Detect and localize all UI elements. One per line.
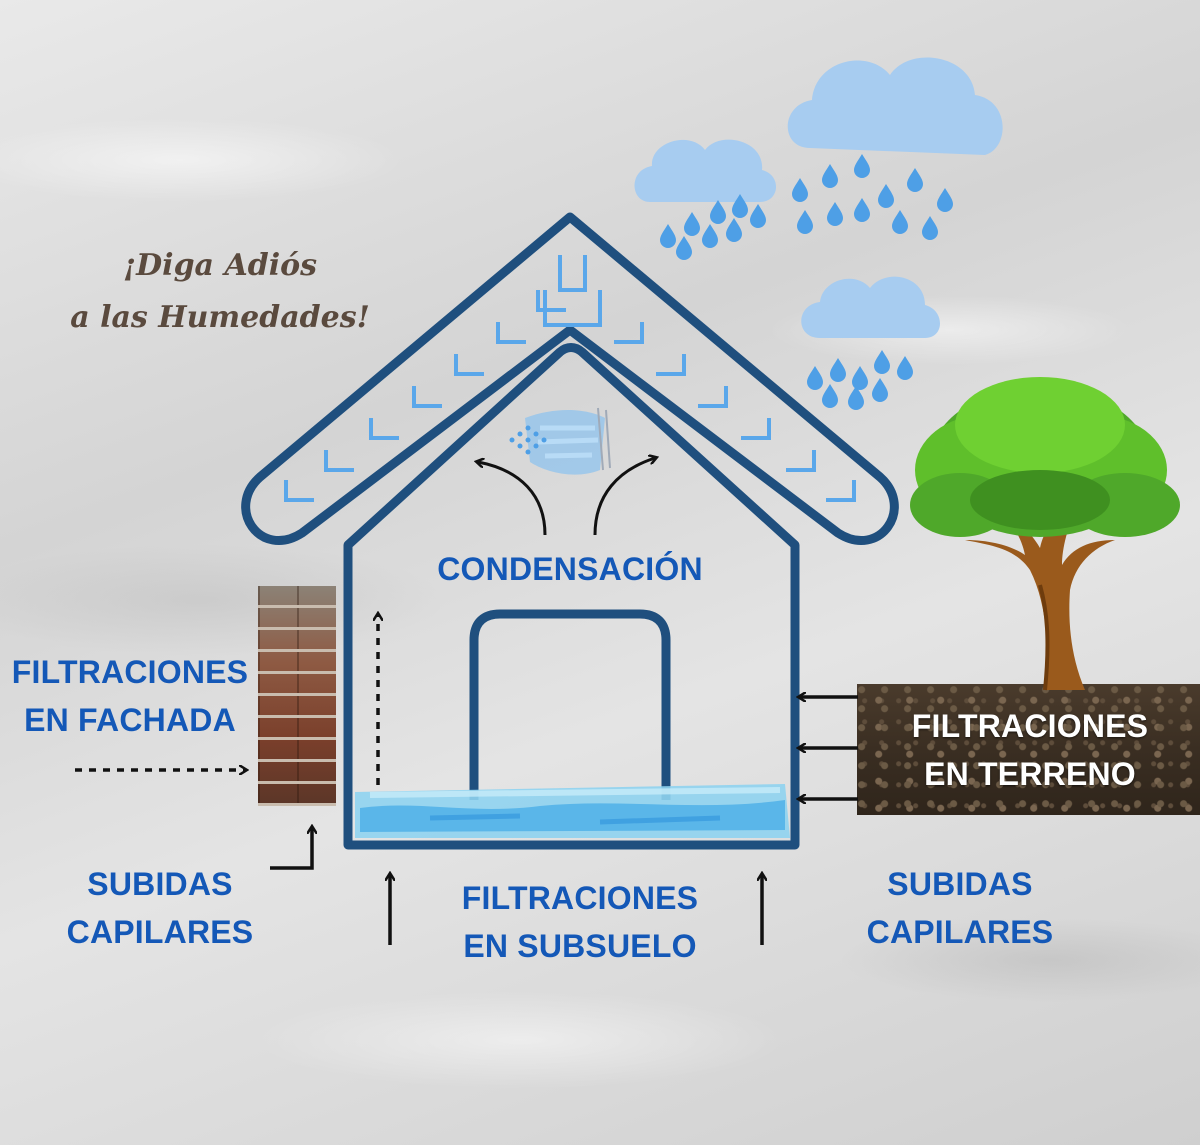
condensation-mist [509,407,611,475]
label-condensacion-text: CONDENSACIÓN [437,551,703,587]
slogan-line-2: a las Humedades! [70,300,370,335]
subsoil-arrows [390,875,762,945]
label-condensacion: CONDENSACIÓN [395,545,745,593]
tree-icon [910,377,1180,691]
label-subidas-capilares-right: SUBIDAS CAPILARES [840,860,1080,956]
rain-cloud-icon [787,57,1003,240]
label-line: EN TERRENO [924,756,1136,792]
outer-roof [241,212,899,545]
label-filtraciones-subsuelo: FILTRACIONES EN SUBSUELO [420,874,740,970]
slogan-text: ¡Diga Adiós a las Humedades! [40,240,400,344]
label-line: EN SUBSUELO [463,928,697,964]
label-line: CAPILARES [66,914,254,950]
facade-arrows [75,615,378,785]
label-line: SUBIDAS [87,866,233,902]
soil-icon [857,684,1200,815]
label-line: CAPILARES [866,914,1054,950]
label-subidas-capilares-left: SUBIDAS CAPILARES [40,860,280,956]
house-icon [343,343,800,850]
label-line: FILTRACIONES [11,654,249,690]
rain-cloud-icon [634,139,777,260]
label-line: EN FACHADA [24,702,236,738]
condensation-arrows [478,458,655,536]
label-line: FILTRACIONES [461,880,699,916]
water-icon [355,784,790,838]
label-filtraciones-fachada: FILTRACIONES EN FACHADA [0,648,260,744]
label-line: FILTRACIONES [911,708,1149,744]
terrain-arrows [800,697,858,799]
rain-cloud-icon [801,276,940,410]
brick-wall-icon [258,586,336,806]
roof-peak-bracket [543,255,602,327]
capillary-arrow-left [270,828,312,870]
label-filtraciones-terreno: FILTRACIONES EN TERRENO [870,702,1190,798]
label-line: SUBIDAS [887,866,1033,902]
slogan-line-1: ¡Diga Adiós [123,248,317,283]
